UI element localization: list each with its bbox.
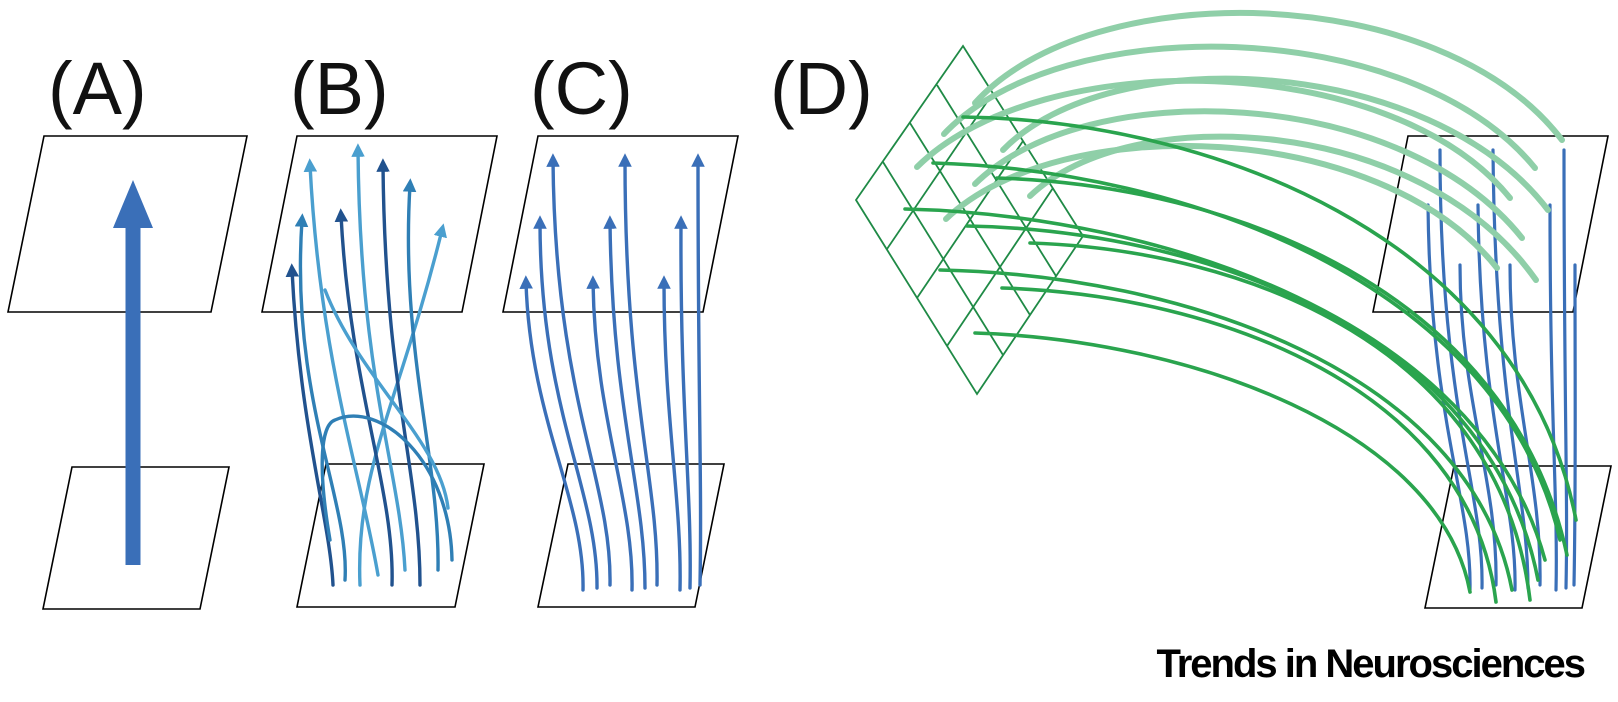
axon-b9 [320,414,454,562]
lower-projection [1028,241,1532,602]
panel-a [7,135,248,610]
panel-label-b: (B) [290,47,389,130]
axon-d8 [1562,148,1569,590]
lower-projection [973,331,1472,594]
axon-d5 [1491,148,1530,590]
axon-d7 [1548,203,1558,592]
upper-projection [943,142,1500,271]
panel-d-top-plane [1372,135,1609,313]
source-grid-line [909,122,1031,316]
panel-c-top-plane [502,135,739,313]
upper-projection [972,108,1525,241]
panel-b-crossing-axons [285,143,454,587]
panel-a-top-plane [7,135,248,313]
axon-d1 [1426,203,1472,592]
axon-c2 [533,215,599,590]
lower-projection [995,176,1569,557]
lower-projection [961,115,1578,522]
axon-c4 [586,275,634,592]
axon-d4 [1476,203,1517,592]
axon-c7 [657,275,682,592]
upper-projection [972,10,1565,143]
axon-b1 [285,263,335,587]
journal-name: Trends in Neurosciences [1156,642,1586,686]
lower-projection [938,268,1514,592]
axon-b6 [351,143,407,572]
axon-c3 [546,153,612,587]
lower-projection [903,207,1547,562]
panel-d-bottom-plane [1424,465,1612,609]
upper-projection [941,43,1538,171]
panel-label-c: (C) [530,47,633,130]
axon-b10 [323,288,450,510]
lower-projection [965,224,1540,582]
axon-c5 [603,215,647,590]
panel-b [261,135,498,608]
panel-d-upper-projections [914,10,1565,283]
panel-label-a: (A) [48,47,147,130]
axon-b8 [402,178,440,572]
lower-projection [931,161,1562,542]
axon-b2 [294,213,347,582]
axon-b5 [334,208,394,587]
axon-d9 [1572,263,1577,587]
panel-d-lower-projections [903,115,1578,604]
axon-c9 [691,153,705,587]
upper-projection [1027,133,1539,283]
panel-label-d: (D) [770,47,873,130]
panel-a-bottom-plane [42,466,230,610]
panel-d [854,10,1612,609]
lower-projection [1000,286,1498,604]
axon-c1 [519,275,585,592]
panel-c-parallel-axons [519,153,705,592]
upper-projection [1000,75,1551,213]
panel-a-arrowhead [113,180,153,228]
axon-d3 [1458,263,1498,587]
panel-c [502,135,739,608]
axon-b4 [303,158,380,577]
panel-b-top-plane [261,135,498,313]
axon-c6 [618,153,659,587]
axon-c8 [674,215,692,590]
source-grid-line [882,161,1004,356]
